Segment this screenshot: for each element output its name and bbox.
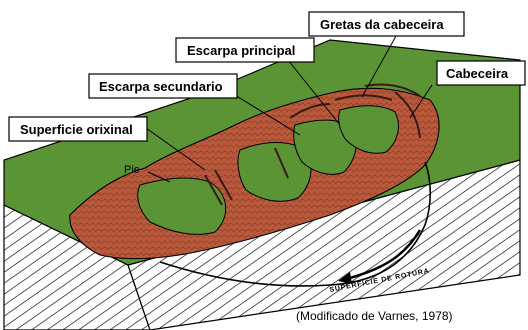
rupture-surface xyxy=(159,161,431,287)
rupture-arrow-head xyxy=(338,272,352,284)
label-escarpa-principal: Escarpa principal xyxy=(175,37,315,63)
svg-text:Gretas da cabeceira: Gretas da cabeceira xyxy=(320,17,444,32)
slump-block-4 xyxy=(338,105,399,154)
svg-text:Superficie orixinal: Superficie orixinal xyxy=(20,122,133,137)
svg-text:Escarpa secundario: Escarpa secundario xyxy=(99,79,223,94)
slump-block-1 xyxy=(137,177,227,235)
label-cabeceira: Cabeceira xyxy=(436,60,526,86)
rupture-arrow xyxy=(349,229,422,280)
slump-block-2 xyxy=(237,142,312,202)
svg-text:Escarpa principal: Escarpa principal xyxy=(187,43,295,58)
figure-caption: (Modificado de Varnes, 1978) xyxy=(296,309,453,323)
label-superficie: Superficie orixinal xyxy=(8,116,148,142)
head-cracks xyxy=(204,83,421,206)
leader-lines xyxy=(145,35,433,183)
svg-text:Cabeceira: Cabeceira xyxy=(446,66,509,81)
label-escarpa-secundario: Escarpa secundario xyxy=(88,73,238,99)
label-gretas: Gretas da cabeceira xyxy=(308,11,465,37)
label-pie: Pie xyxy=(124,164,140,176)
